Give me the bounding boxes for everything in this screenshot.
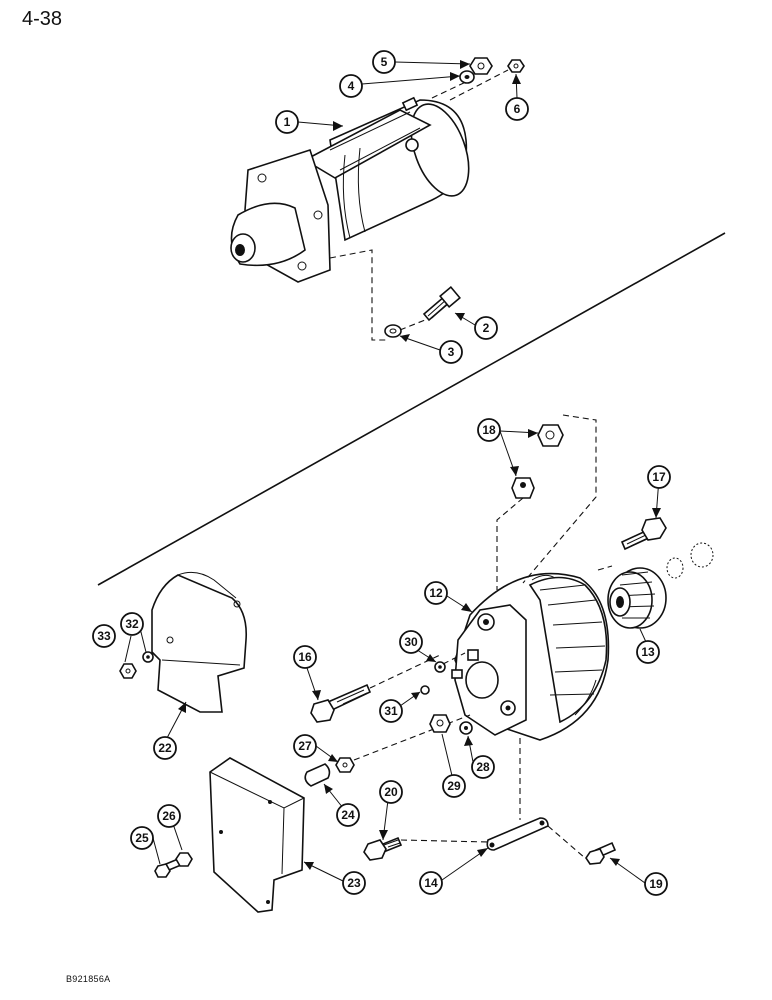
bracket-part-14 xyxy=(486,817,549,851)
callout-25: 25 xyxy=(130,826,154,850)
callout-label: 23 xyxy=(347,876,361,890)
ghost-washers xyxy=(666,542,714,579)
callout-1: 1 xyxy=(275,110,299,134)
callout-19: 19 xyxy=(644,872,668,896)
leader-arrowheads xyxy=(178,60,661,870)
washer-part-31 xyxy=(420,685,430,695)
nut-part-27 xyxy=(335,757,355,773)
callout-26: 26 xyxy=(157,804,181,828)
drawing-code: B921856A xyxy=(66,974,111,984)
callout-17: 17 xyxy=(647,465,671,489)
callout-label: 31 xyxy=(384,704,398,718)
callout-33: 33 xyxy=(92,624,116,648)
callout-label: 30 xyxy=(404,635,418,649)
nut-part-5 xyxy=(469,57,493,75)
callout-28: 28 xyxy=(471,755,495,779)
callout-label: 22 xyxy=(158,741,172,755)
nut-part-29 xyxy=(429,714,451,733)
callout-label: 32 xyxy=(125,617,139,631)
alternator xyxy=(451,572,610,741)
callout-29: 29 xyxy=(442,774,466,798)
callout-16: 16 xyxy=(293,645,317,669)
callout-18: 18 xyxy=(477,418,501,442)
shield-part-23 xyxy=(209,757,305,913)
callout-24: 24 xyxy=(336,803,360,827)
pulley-part-13 xyxy=(607,567,667,629)
callout-label: 27 xyxy=(298,739,312,753)
callout-label: 33 xyxy=(97,629,111,643)
nut-part-30 xyxy=(434,661,446,673)
callout-label: 20 xyxy=(384,785,398,799)
bolt-part-20 xyxy=(363,836,403,861)
spacer-part-24 xyxy=(304,763,331,787)
callout-12: 12 xyxy=(424,581,448,605)
starter-motor xyxy=(230,96,470,283)
callout-label: 2 xyxy=(483,321,490,335)
nut-part-28 xyxy=(459,721,473,735)
callout-label: 28 xyxy=(476,760,490,774)
callout-13: 13 xyxy=(636,640,660,664)
callout-label: 26 xyxy=(162,809,176,823)
callout-label: 6 xyxy=(514,102,521,116)
nut-part-18-upper xyxy=(537,424,564,447)
callout-2: 2 xyxy=(474,316,498,340)
washer-part-26 xyxy=(175,852,193,867)
callout-22: 22 xyxy=(153,736,177,760)
callout-label: 1 xyxy=(284,115,291,129)
callout-4: 4 xyxy=(339,74,363,98)
callout-label: 12 xyxy=(429,586,443,600)
nut-part-18-lower xyxy=(511,477,535,499)
callout-label: 14 xyxy=(424,876,438,890)
callout-31: 31 xyxy=(379,699,403,723)
callout-label: 19 xyxy=(649,877,663,891)
callout-label: 25 xyxy=(135,831,149,845)
callout-27: 27 xyxy=(293,734,317,758)
page-number: 4-38 xyxy=(22,8,63,30)
callout-5: 5 xyxy=(372,50,396,74)
callout-label: 18 xyxy=(482,423,496,437)
callout-6: 6 xyxy=(505,97,529,121)
callout-30: 30 xyxy=(399,630,423,654)
callout-label: 16 xyxy=(298,650,312,664)
bolt-part-17 xyxy=(620,517,667,551)
bolt-part-2 xyxy=(422,286,461,322)
callout-label: 13 xyxy=(641,645,655,659)
bolt-part-19 xyxy=(585,841,617,865)
callout-label: 17 xyxy=(652,470,666,484)
washer-part-3 xyxy=(384,324,402,338)
nut-part-6 xyxy=(507,59,525,73)
callout-label: 24 xyxy=(341,808,355,822)
section-divider-line xyxy=(97,232,726,586)
callout-label: 4 xyxy=(348,79,355,93)
callout-label: 5 xyxy=(381,55,388,69)
callout-20: 20 xyxy=(379,780,403,804)
callout-label: 29 xyxy=(447,779,461,793)
bolt-part-16 xyxy=(310,683,372,723)
nut-part-32 xyxy=(142,651,154,663)
callout-3: 3 xyxy=(439,340,463,364)
lockwasher-part-4 xyxy=(459,70,475,84)
cover-part-22 xyxy=(151,571,248,713)
callout-32: 32 xyxy=(120,612,144,636)
nut-part-33 xyxy=(119,663,137,679)
callout-23: 23 xyxy=(342,871,366,895)
callout-label: 3 xyxy=(448,345,455,359)
callout-14: 14 xyxy=(419,871,443,895)
